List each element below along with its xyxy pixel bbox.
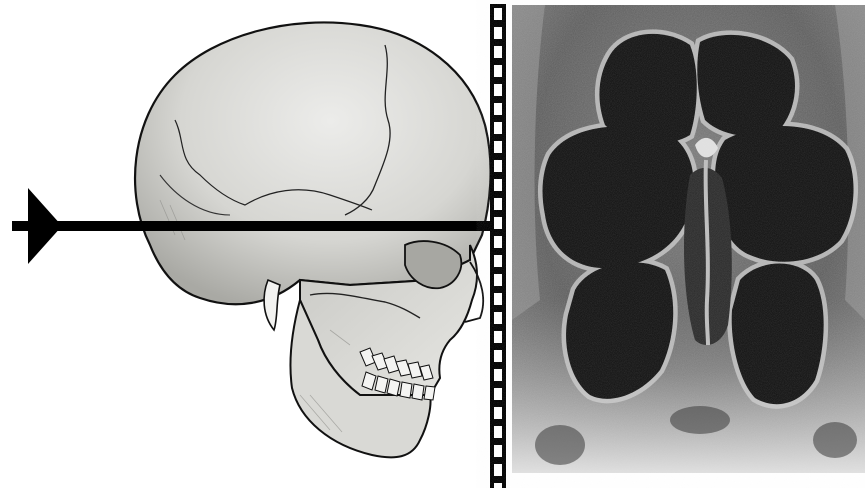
film-perforation (494, 331, 502, 343)
film-perforation (494, 84, 502, 96)
film-perforation (494, 236, 502, 248)
film-perforation (494, 312, 502, 324)
film-perforation (494, 274, 502, 286)
film-perforation (494, 407, 502, 419)
film-perforation (494, 217, 502, 229)
beam-line (12, 221, 492, 231)
film-perforation (494, 179, 502, 191)
film-perforation (494, 464, 502, 476)
film-strip (490, 4, 506, 488)
film-perforation (494, 8, 502, 20)
film-perforation (494, 369, 502, 381)
arrowhead-icon (28, 188, 62, 264)
film-perforation (494, 445, 502, 457)
film-perforation (494, 160, 502, 172)
film-perforation (494, 293, 502, 305)
film-perforation (494, 255, 502, 267)
styloid-process (264, 280, 280, 330)
film-perforation (494, 65, 502, 77)
film-perforation (494, 27, 502, 39)
film-perforation (494, 426, 502, 438)
film-perforation (494, 103, 502, 115)
film-perforation (494, 388, 502, 400)
film-perforation (494, 350, 502, 362)
sinus-radiograph (512, 5, 865, 473)
skull-illustration (135, 22, 491, 457)
film-perforation (494, 122, 502, 134)
film-perforation (494, 483, 502, 488)
film-perforation (494, 141, 502, 153)
film-perforation (494, 46, 502, 58)
film-perforation (494, 198, 502, 210)
